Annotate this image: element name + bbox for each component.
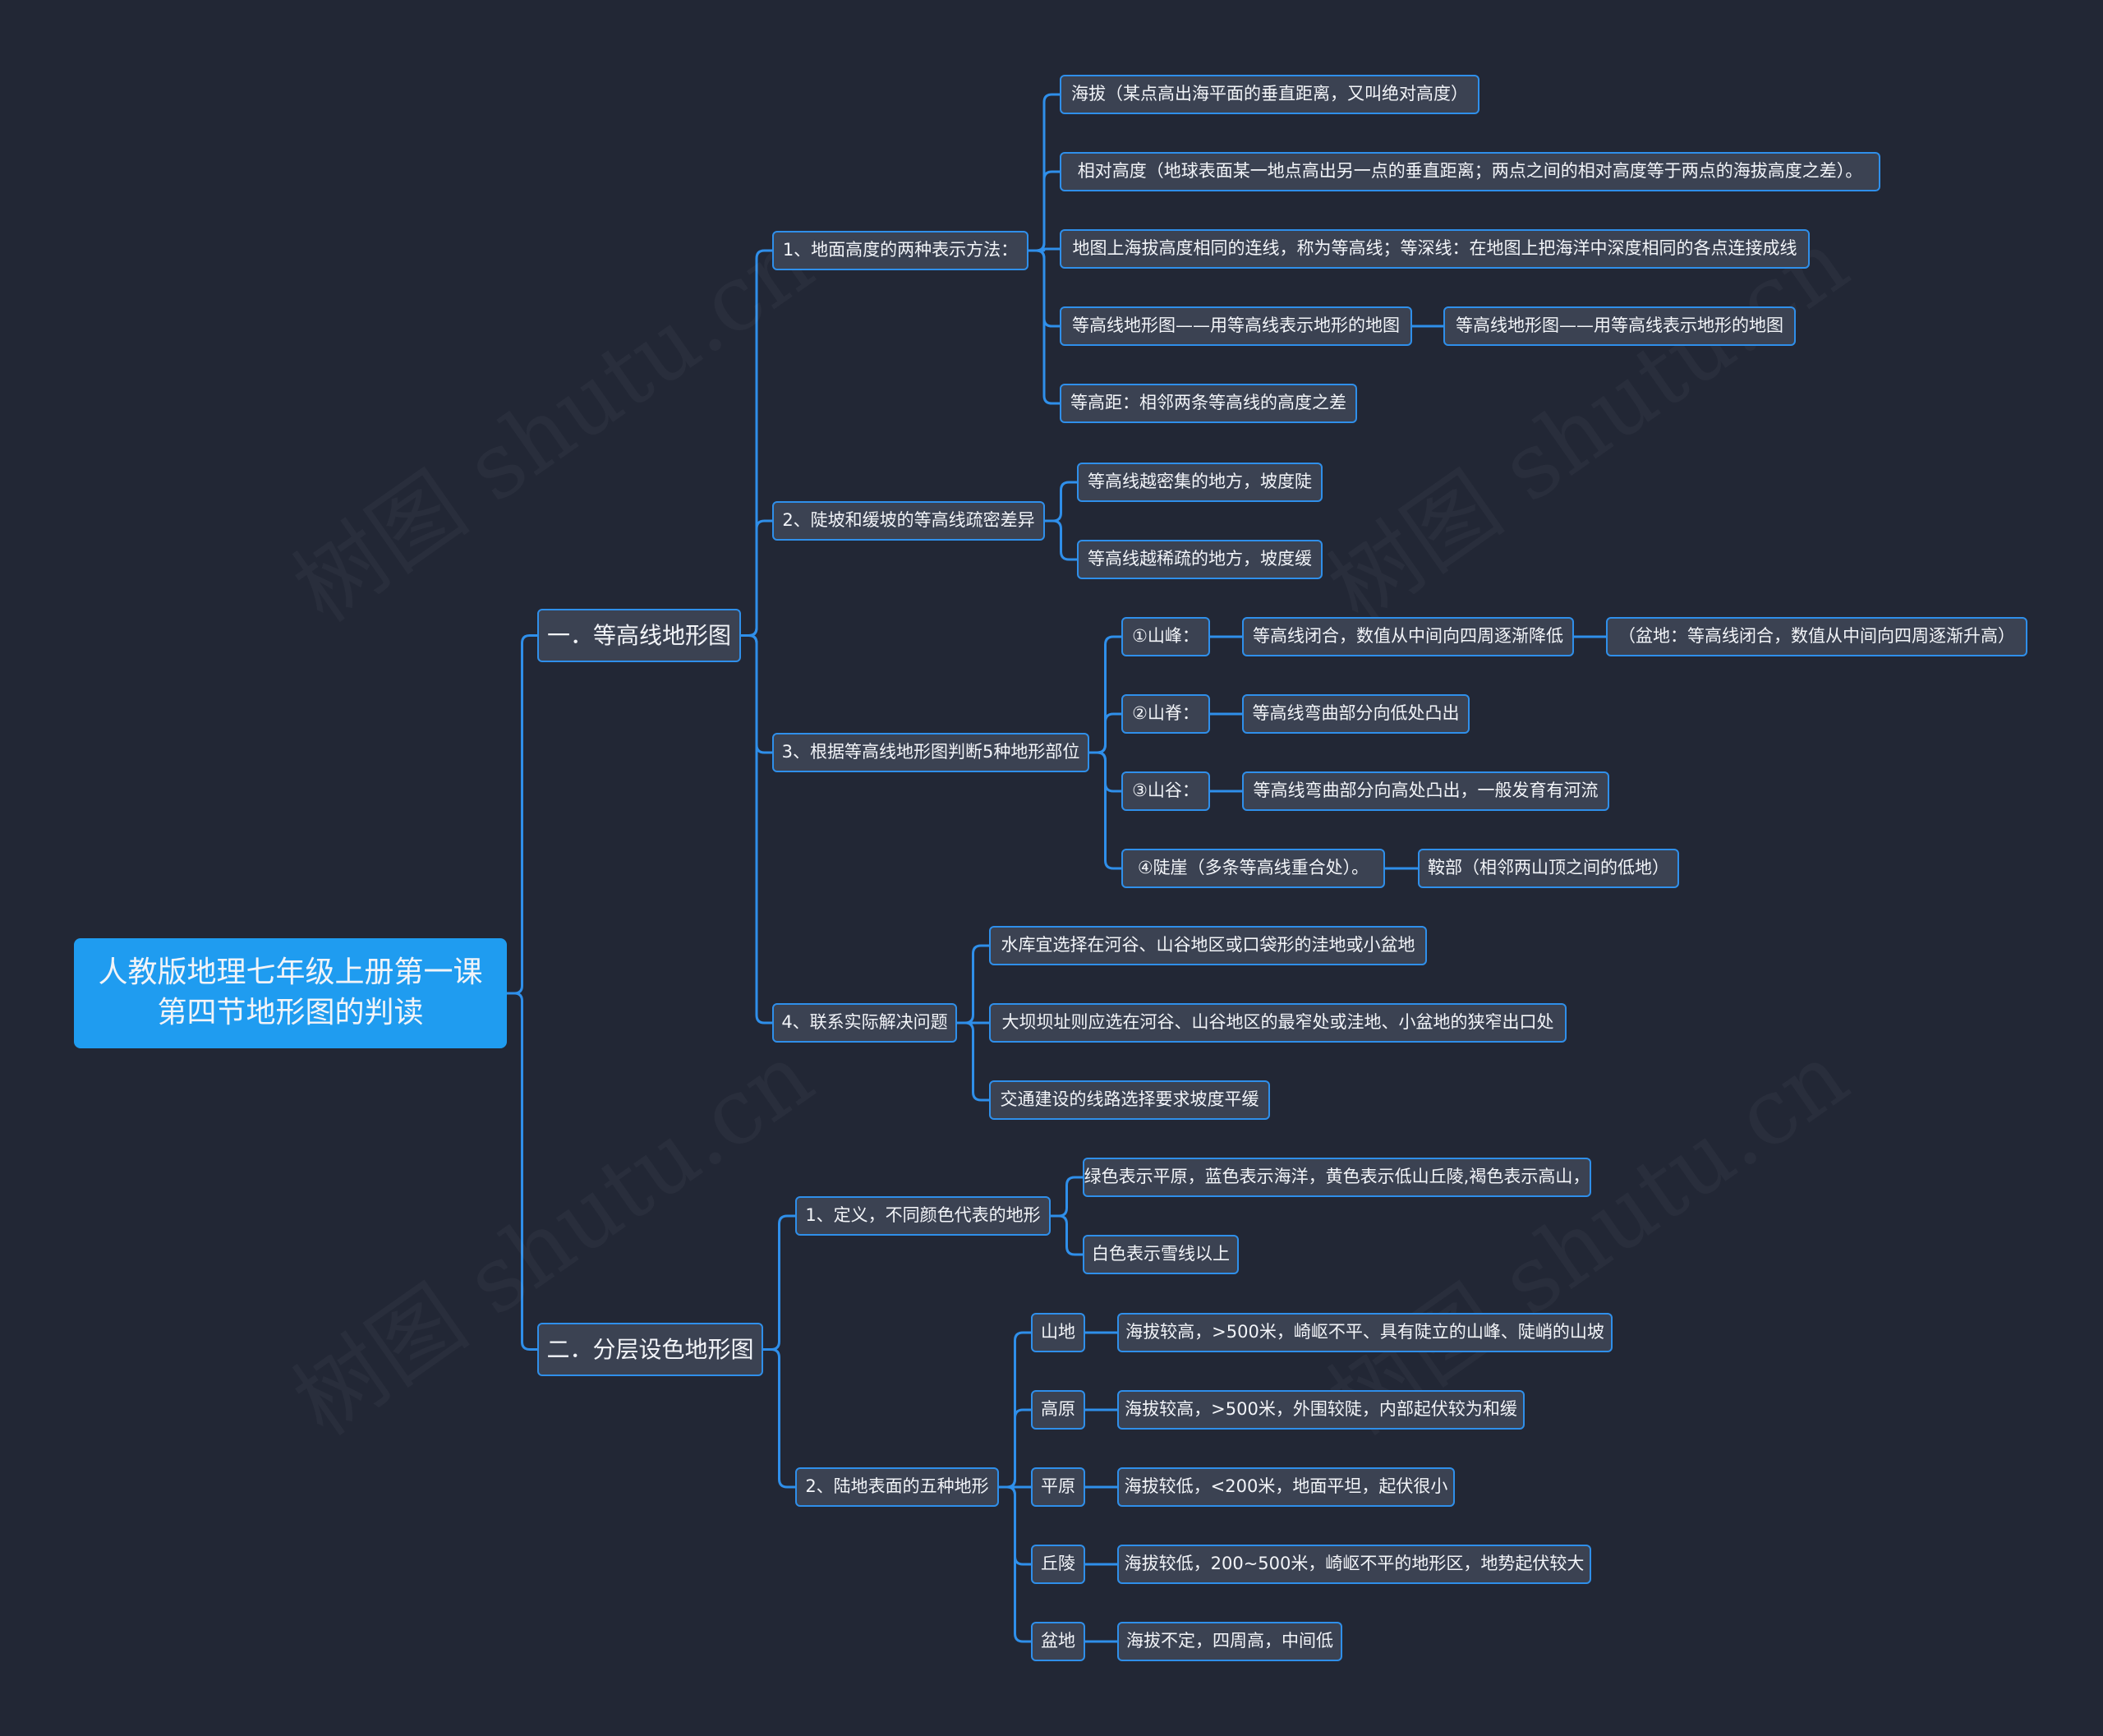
connector-b1_2-b1_2_1 [1045, 481, 1077, 523]
topic-valley[interactable]: ③山谷： [1121, 771, 1210, 811]
root-title-line-2: 第四节地形图的判读 [157, 996, 424, 1029]
topic-contour-line[interactable]: 地图上海拔高度相同的连线，称为等高线；等深线：在地图上把海洋中深度相同的各点连接… [1060, 229, 1810, 269]
connector-b1_4-b1_4_1 [957, 944, 989, 1025]
topic-altitude[interactable]: 海拔（某点高出海平面的垂直距离，又叫绝对高度） [1060, 75, 1479, 114]
topic-plain[interactable]: 平原 [1031, 1467, 1085, 1507]
topic-dam-site[interactable]: 大坝坝址则应选在河谷、山谷地区的最窄处或洼地、小盆地的狭窄出口处 [989, 1003, 1567, 1043]
root-title-line-1: 人教版地理七年级上册第一课 [98, 955, 483, 990]
topic-practical-problems[interactable]: 4、联系实际解决问题 [772, 1003, 957, 1043]
connector-b1_2-b1_2_2 [1045, 519, 1077, 561]
connector-b1_3-b1_3_4 [1089, 751, 1121, 870]
topic-terrain-parts[interactable]: 3、根据等高线地形图判断5种地形部位 [772, 733, 1089, 772]
topic-valley-detail[interactable]: 等高线弯曲部分向高处凸出，一般发育有河流 [1242, 771, 1609, 811]
topic-contour-map[interactable]: 等高线地形图——用等高线表示地形的地图 [1060, 306, 1412, 346]
topic-contour-interval[interactable]: 等高距：相邻两条等高线的高度之差 [1060, 384, 1357, 423]
connector-b1_3-b1_3_2 [1089, 712, 1121, 754]
topic-plateau-detail[interactable]: 海拔较高，>500米，外围较陡，内部起伏较为和缓 [1117, 1390, 1525, 1430]
connector-b2-b2_1 [763, 1214, 795, 1351]
connector-b1-b1_2 [741, 519, 772, 637]
topic-hills[interactable]: 丘陵 [1031, 1545, 1085, 1584]
topic-ridge[interactable]: ②山脊： [1121, 694, 1210, 734]
topic-basin-detail[interactable]: 海拔不定，四周高，中间低 [1117, 1622, 1342, 1661]
connector-b2-b2_2 [763, 1348, 795, 1489]
topic-height-methods[interactable]: 1、地面高度的两种表示方法： [772, 231, 1028, 270]
connector-b1_4-b1_4_3 [957, 1021, 989, 1102]
topic-white-snowline[interactable]: 白色表示雪线以上 [1083, 1235, 1239, 1274]
topic-mountain[interactable]: 山地 [1031, 1313, 1085, 1352]
topic-slope-density[interactable]: 2、陡坡和缓坡的等高线疏密差异 [772, 501, 1045, 541]
topic-steep-slope[interactable]: 等高线越密集的地方，坡度陡 [1077, 463, 1323, 502]
topic-basin-note[interactable]: （盆地：等高线闭合，数值从中间向四周逐渐升高） [1606, 617, 2027, 656]
connector-b2_2-b2_2_5 [999, 1485, 1031, 1643]
connector-root-b2 [507, 992, 537, 1351]
topic-ridge-detail[interactable]: 等高线弯曲部分向低处凸出 [1242, 694, 1470, 734]
topic-transport-route[interactable]: 交通建设的线路选择要求坡度平缓 [989, 1080, 1270, 1120]
branch-contour-map[interactable]: 一．等高线地形图 [537, 609, 741, 662]
topic-peak[interactable]: ①山峰： [1121, 617, 1210, 656]
connector-b1_1-b1_1_5 [1028, 249, 1060, 405]
topic-basin[interactable]: 盆地 [1031, 1622, 1085, 1661]
topic-cliff[interactable]: ④陡崖（多条等高线重合处）。 [1121, 849, 1385, 888]
connector-b2_1-b2_1_2 [1051, 1214, 1083, 1256]
topic-gentle-slope[interactable]: 等高线越稀疏的地方，坡度缓 [1077, 540, 1323, 579]
topic-five-landforms[interactable]: 2、陆地表面的五种地形 [795, 1467, 999, 1507]
branch-layered-color-map[interactable]: 二．分层设色地形图 [537, 1323, 763, 1376]
connector-b2_2-b2_2_2 [999, 1408, 1031, 1489]
connector-b2_1-b2_1_1 [1051, 1176, 1083, 1218]
connector-root-b1 [507, 634, 537, 995]
topic-peak-detail[interactable]: 等高线闭合，数值从中间向四周逐渐降低 [1242, 617, 1574, 656]
topic-mountain-detail[interactable]: 海拔较高，>500米，崎岖不平、具有陡立的山峰、陡峭的山坡 [1117, 1313, 1613, 1352]
topic-saddle[interactable]: 鞍部（相邻两山顶之间的低地） [1418, 849, 1679, 888]
root-topic[interactable]: 人教版地理七年级上册第一课 第四节地形图的判读 [74, 938, 507, 1048]
topic-color-definition[interactable]: 1、定义，不同颜色代表的地形 [795, 1196, 1051, 1236]
connector-b1_1-b1_1_2 [1028, 170, 1060, 252]
topic-plain-detail[interactable]: 海拔较低，<200米，地面平坦，起伏很小 [1117, 1467, 1455, 1507]
topic-reservoir[interactable]: 水库宜选择在河谷、山谷地区或口袋形的洼地或小盆地 [989, 926, 1427, 965]
topic-color-meaning[interactable]: 绿色表示平原，蓝色表示海洋，黄色表示低山丘陵,褐色表示高山， [1083, 1158, 1591, 1197]
topic-hills-detail[interactable]: 海拔较低，200~500米，崎岖不平的地形区，地势起伏较大 [1117, 1545, 1591, 1584]
topic-contour-map-detail[interactable]: 等高线地形图——用等高线表示地形的地图 [1443, 306, 1796, 346]
connector-b1-b1_4 [741, 634, 772, 1025]
topic-plateau[interactable]: 高原 [1031, 1390, 1085, 1430]
connector-b1_1-b1_1_3 [1028, 247, 1060, 252]
topic-relative-height[interactable]: 相对高度（地球表面某一地点高出另一点的垂直距离；两点之间的相对高度等于两点的海拔… [1060, 152, 1880, 191]
